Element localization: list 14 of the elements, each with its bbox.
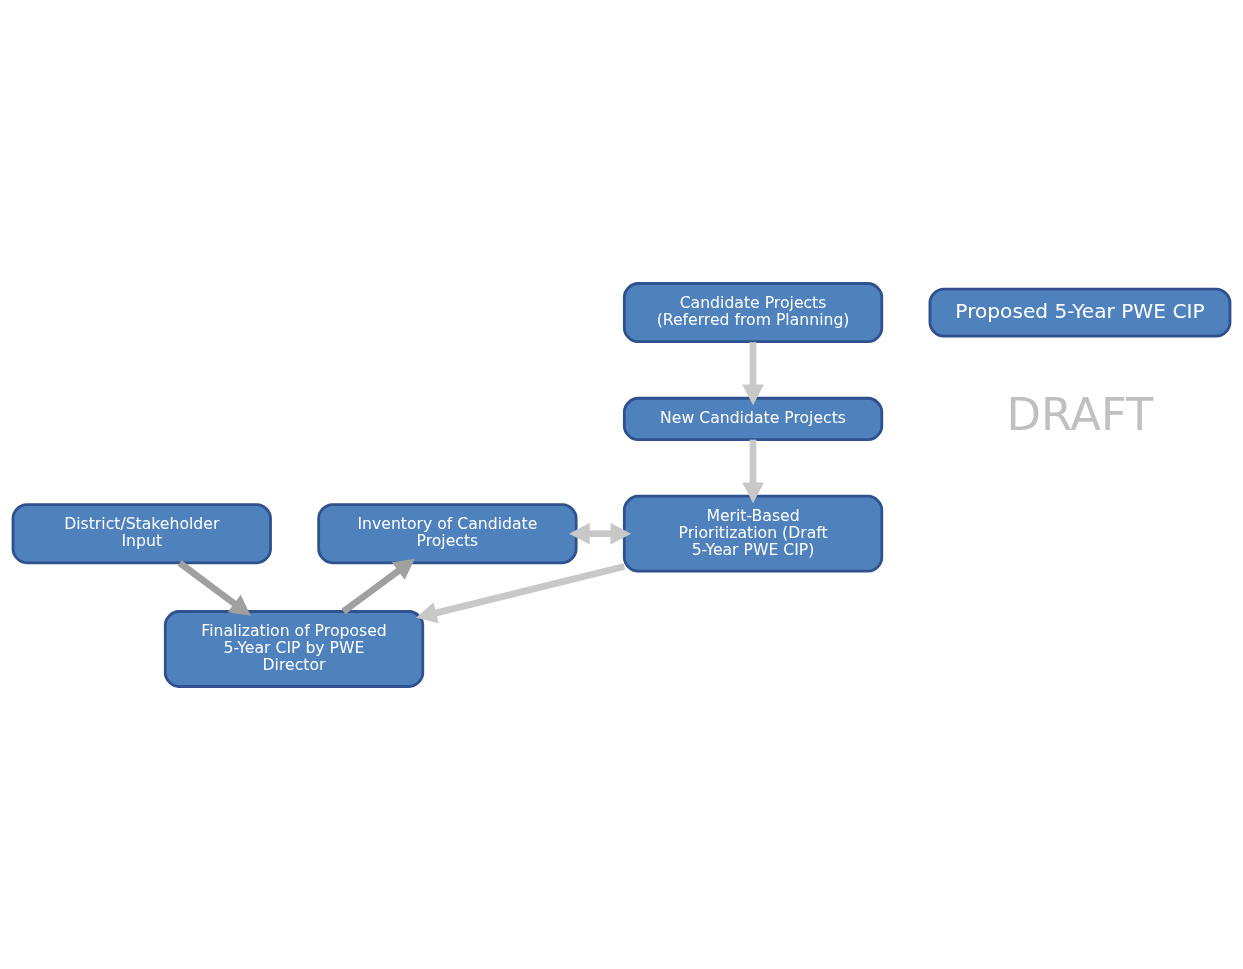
- node-box: District/Stakeholder Input: [11, 502, 272, 564]
- arrow: [742, 341, 764, 405]
- node-box: Candidate Projects (Referred from Planning): [622, 281, 884, 343]
- arrow: [177, 559, 251, 616]
- label: DRAFT: [1006, 387, 1154, 441]
- node-box: Inventory of Candidate Projects: [317, 502, 578, 564]
- arrow: [341, 558, 415, 614]
- arrow: [569, 522, 632, 545]
- node-box: Merit-Based Prioritization (Draft 5-Year PWE CIP): [622, 494, 884, 573]
- node-box: Proposed 5-Year PWE CIP: [928, 287, 1232, 337]
- node-box: Finalization of Proposed 5-Year CIP by PWE Director: [163, 609, 425, 688]
- arrow: [742, 439, 764, 503]
- arrow: [416, 562, 626, 623]
- node-box: New Candidate Projects: [622, 396, 884, 441]
